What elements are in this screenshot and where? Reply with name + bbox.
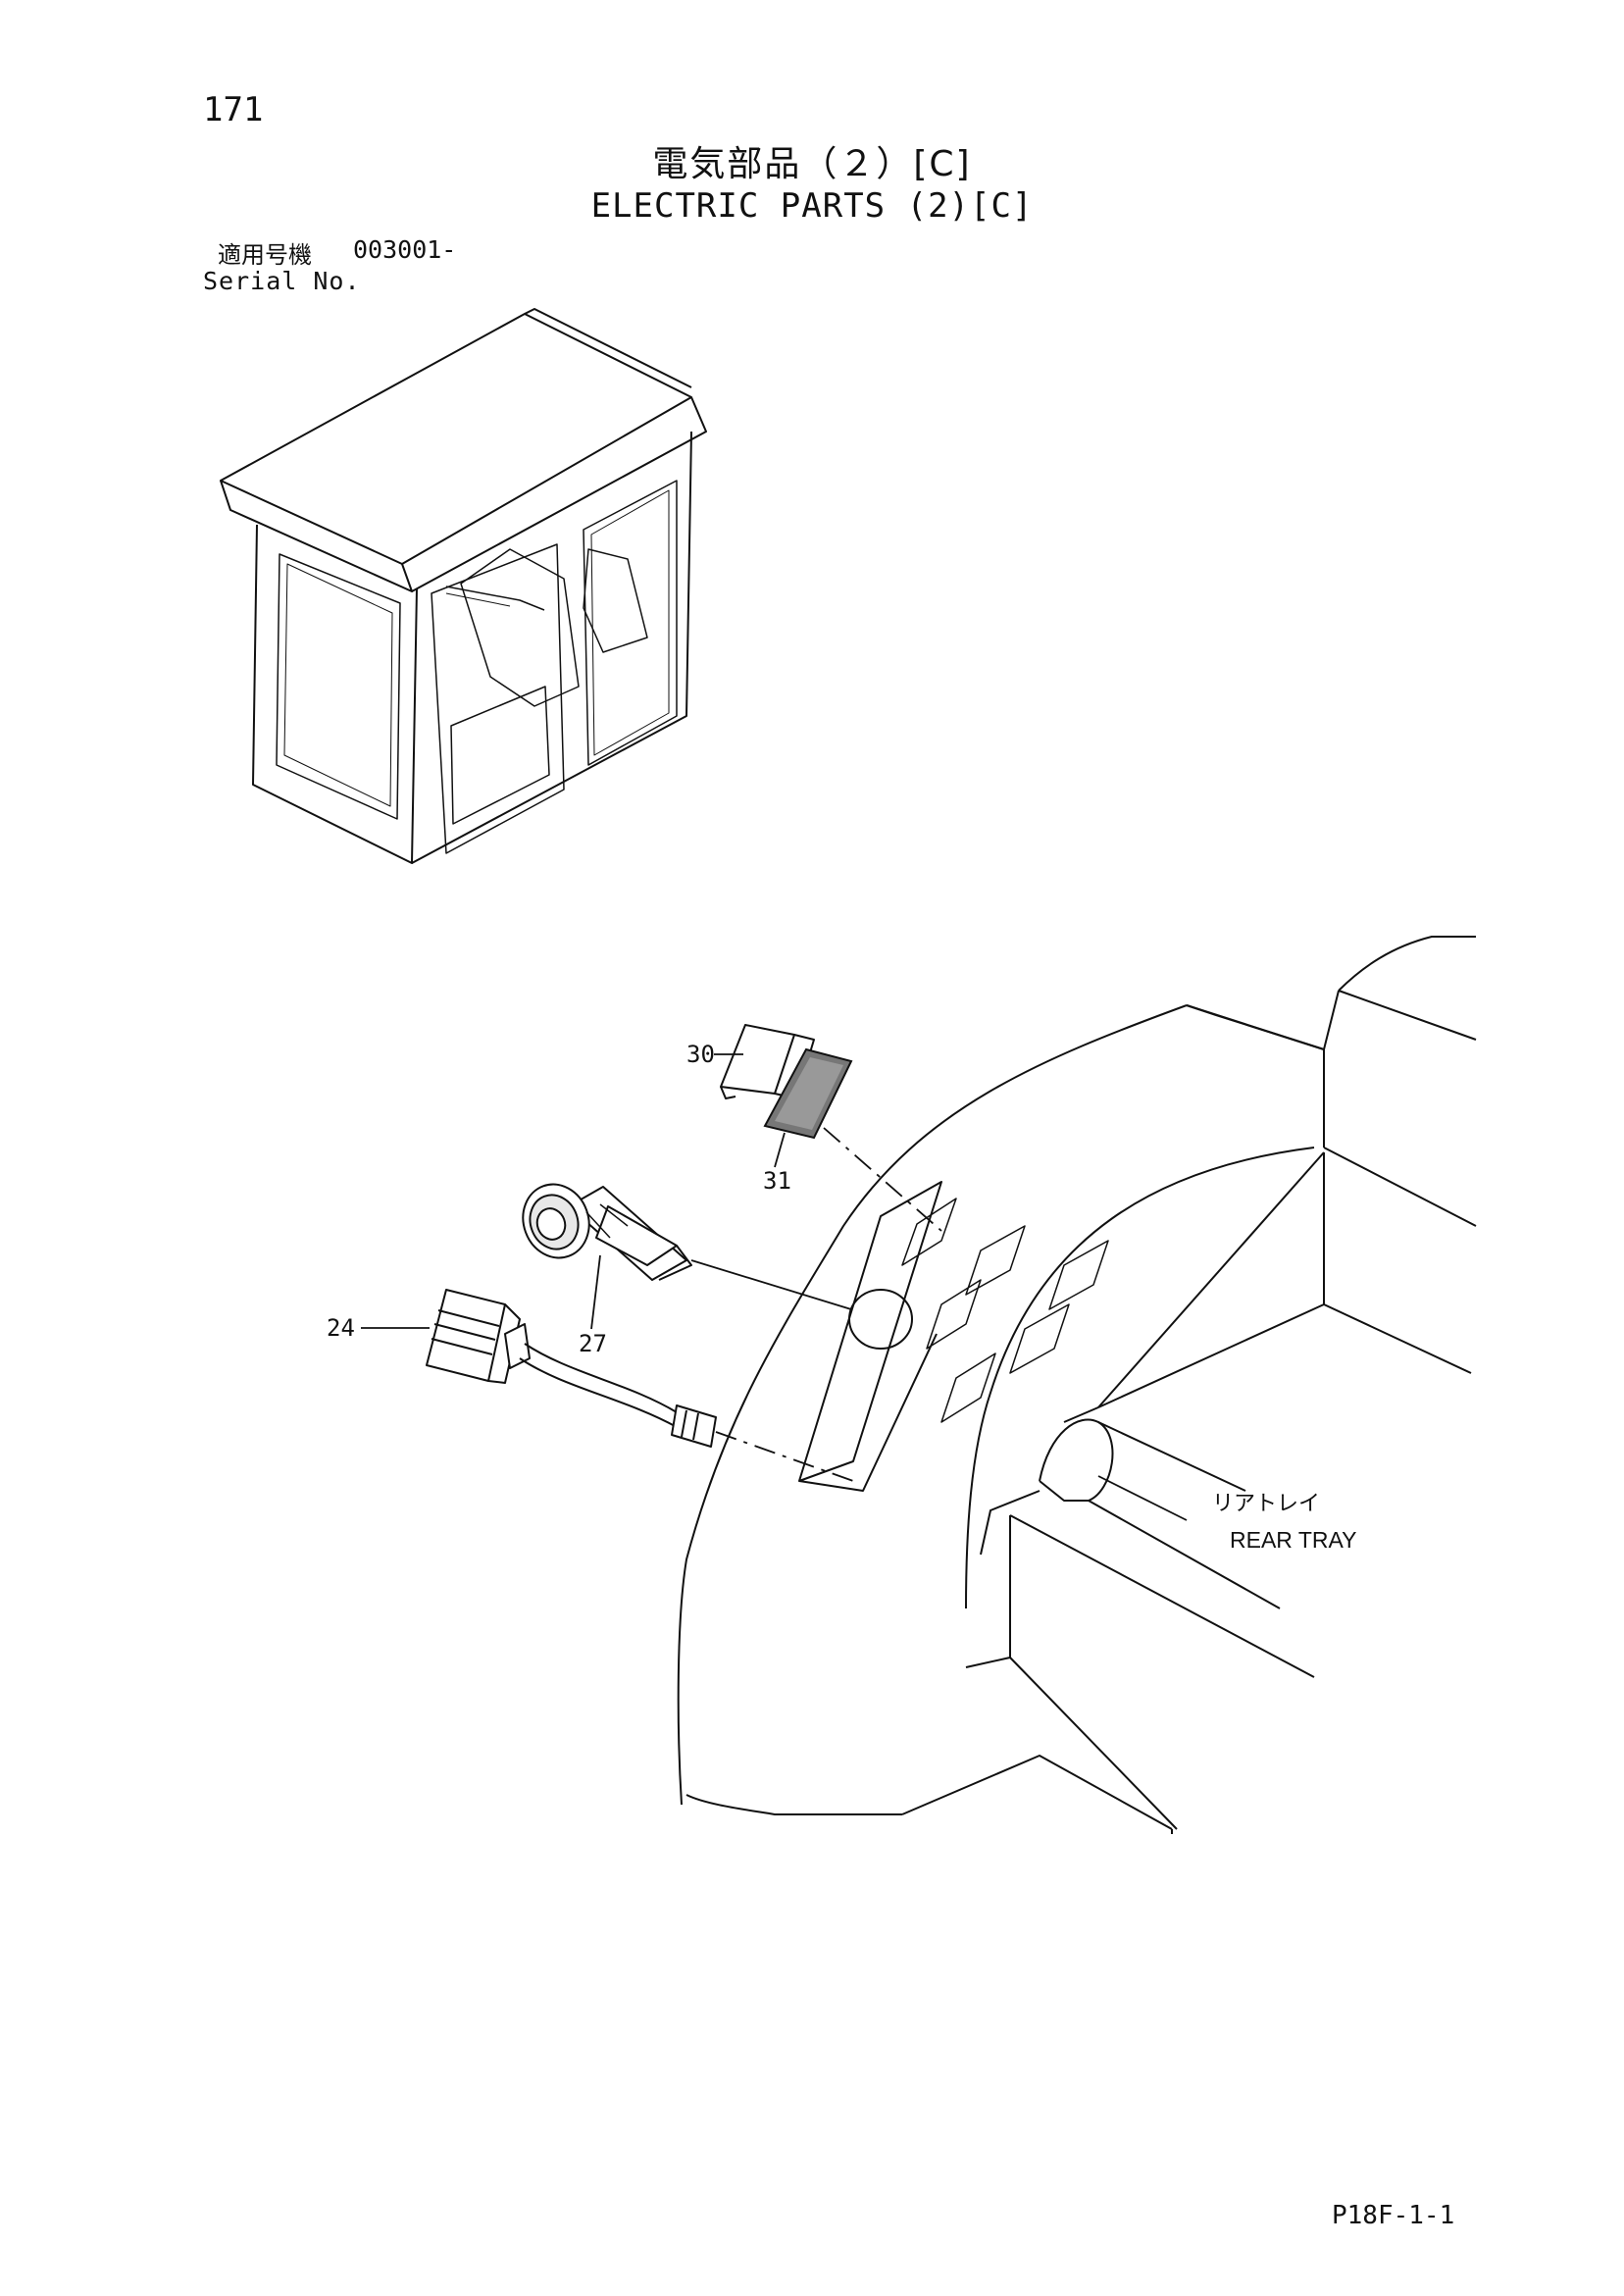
drawing-reference-code: P18F-1-1 — [1332, 2201, 1455, 2230]
page-title-japanese: 電気部品（２）[C] — [652, 144, 972, 184]
serial-label-english: Serial No. — [203, 267, 361, 295]
page-number: 171 — [203, 90, 264, 129]
rear-tray-label-english: REAR TRAY — [1230, 1527, 1357, 1553]
rear-tray-drawing — [677, 936, 1477, 1834]
serial-number-range: 003001- — [353, 235, 457, 264]
callout-27: 27 — [579, 1330, 607, 1357]
rear-tray-label-japanese: リアトレイ — [1212, 1492, 1320, 1516]
callout-31: 31 — [763, 1167, 791, 1195]
assembly-leader-lines — [690, 1127, 1188, 1521]
page-title-english: ELECTRIC PARTS (2)[C] — [590, 186, 1034, 226]
part-24-harness — [426, 1289, 717, 1448]
serial-label-japanese: 適用号機 — [218, 241, 312, 269]
part-31-label — [763, 1047, 853, 1140]
callout-30: 30 — [686, 1041, 715, 1068]
cab-overview-drawing — [220, 308, 707, 864]
callout-leaders — [361, 1053, 786, 1330]
callout-24: 24 — [327, 1314, 355, 1342]
part-27-lighter — [522, 1183, 692, 1281]
